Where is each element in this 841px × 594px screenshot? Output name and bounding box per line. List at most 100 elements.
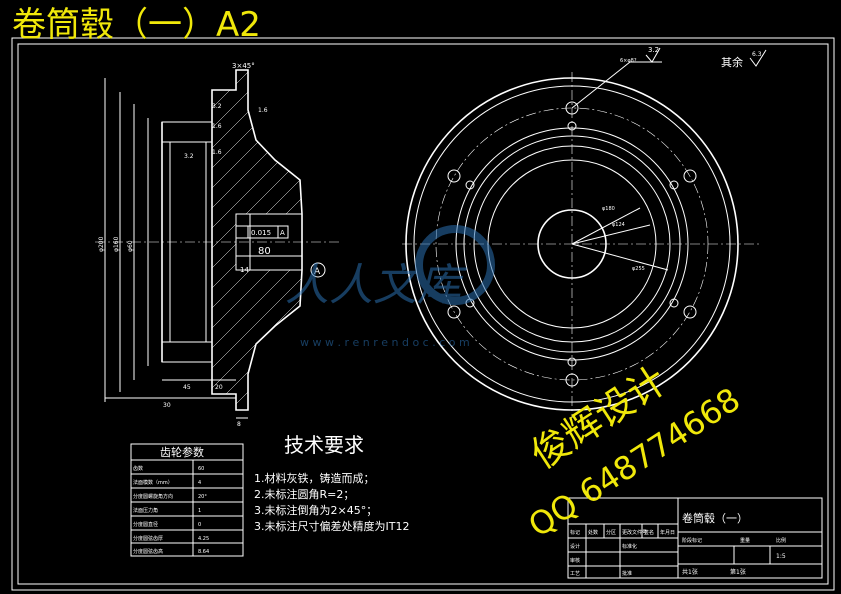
section-hatching	[212, 70, 302, 410]
dim-30: 30	[163, 402, 171, 409]
bolt-hole	[565, 101, 579, 115]
dia-right-1: φ180	[602, 206, 615, 212]
tooth-box-bottom	[161, 341, 213, 363]
bolt-hole	[447, 169, 461, 183]
dim-8: 8	[237, 421, 241, 428]
dim-45: 45	[183, 384, 191, 391]
pin-hole	[465, 180, 475, 190]
gear-row-label: 法面模数（mm）	[133, 479, 173, 486]
gear-row-label: 分度圆弦齿厚	[133, 535, 163, 542]
tb-sheet2: 第1张	[730, 568, 746, 576]
gear-table-heading: 齿轮参数	[160, 445, 204, 459]
watermark-renrendoc: 人人文库 w w w . r e n r e n d o c . c o m	[285, 225, 495, 349]
dia-left-2: φ160	[113, 236, 120, 252]
tb-scale-value: 1:5	[776, 553, 786, 560]
roughness-b: 3.2	[212, 103, 222, 110]
pin-hole	[669, 180, 679, 190]
hole-leader	[571, 61, 631, 109]
bolt-holes	[447, 101, 697, 387]
watermark-url: w w w . r e n r e n d o c . c o m	[300, 336, 470, 349]
roughness-other-symbol	[749, 49, 767, 67]
bolt-hole	[447, 305, 461, 319]
pin-hole	[567, 121, 577, 131]
chamfer-note: 3×45°	[232, 62, 255, 70]
tech-item: 1.材料灰铁，铸造而成；	[254, 471, 375, 485]
tb-label: 更改文件号	[622, 529, 647, 536]
dim-20: 20	[215, 384, 223, 391]
gear-row-value: 0	[198, 522, 201, 528]
title-block: 卷筒毂（一） 标记 处数 分区 更改文件号 签名 年月日 设计 标准化 审核 工…	[567, 497, 823, 579]
section-view: 0.015 A 80 A 45 20 30 8 φ200 φ160 φ60 3×…	[95, 62, 340, 428]
drawing-frame	[17, 43, 829, 585]
title-block-name: 卷筒毂（一）	[682, 511, 748, 525]
dia-right-3: φ255	[632, 266, 645, 272]
tech-item: 2.未标注圆角R=2；	[254, 487, 354, 501]
dia-left-1: φ200	[98, 236, 105, 252]
bolt-hole	[683, 169, 697, 183]
roughness-other-label: 其余	[721, 55, 743, 69]
gear-parameter-table: 齿轮参数 齿数 60 法面模数（mm） 4 分度圆螺旋角方向 20° 法面压力角…	[130, 443, 244, 557]
drawing-title: 卷筒毂（一）A2	[12, 5, 261, 45]
tb-label: 标记	[570, 529, 580, 536]
gear-row-label: 分度圆螺旋角方向	[133, 493, 173, 500]
tb-stage: 阶段标记	[682, 537, 702, 544]
tb-scale: 比例	[776, 537, 786, 544]
hub-section-outline	[211, 69, 303, 411]
gear-row-label: 分度圆直径	[133, 521, 158, 528]
tech-item: 3.未标注尺寸偏差处精度为IT12	[254, 519, 409, 533]
circle-6	[473, 145, 671, 343]
tb-sheet: 共1张	[682, 568, 698, 576]
roughness-a: 1.6	[258, 107, 268, 114]
dim-80: 80	[258, 246, 271, 257]
gear-row-value: 4	[198, 480, 201, 486]
gear-row-value: 4.25	[198, 536, 209, 542]
roughness-other-value: 6.3	[752, 51, 762, 58]
circle-5	[463, 135, 681, 353]
roughness-c: 3.2	[184, 153, 194, 160]
tolerance-value: 0.015	[251, 229, 271, 237]
gear-row-value: 60	[198, 466, 204, 472]
bore-circle	[537, 209, 607, 279]
bolt-hole	[683, 305, 697, 319]
tech-heading: 技术要求	[284, 433, 364, 457]
gear-row-label: 法面压力角	[133, 507, 158, 514]
datum-label: A	[314, 267, 321, 277]
roughness-d: 1.6	[212, 149, 222, 156]
dia-right-2: φ124	[612, 222, 625, 228]
outer-frame	[11, 37, 835, 591]
watermark-logo	[415, 225, 495, 305]
tb-weight: 重量	[740, 537, 750, 544]
gear-row-label: 齿数	[133, 465, 143, 472]
roughness-e: 1.6	[212, 123, 222, 130]
roughness-symbol	[645, 47, 661, 63]
tb-design: 设计	[570, 543, 580, 550]
tb-label: 分区	[606, 529, 616, 536]
tech-requirements: 技术要求 1.材料灰铁，铸造而成； 2.未标注圆角R=2； 3.未标注倒角为2×…	[254, 433, 409, 533]
front-view: 6×φ8? 3.2 φ180 φ124 φ255 其余 6.3	[402, 46, 767, 418]
tb-check: 审核	[570, 557, 580, 564]
tooth-box-top	[161, 121, 213, 143]
outer-circle	[405, 77, 739, 411]
bore-outline	[235, 213, 303, 271]
gear-row-value: 20°	[198, 494, 207, 500]
gear-table-border	[130, 443, 244, 557]
circle-2	[413, 85, 731, 403]
tb-label: 签名	[644, 529, 654, 536]
tb-label: 处数	[588, 529, 598, 536]
gear-row-label: 分度圆弦齿高	[133, 548, 163, 555]
tb-process: 工艺	[570, 571, 580, 577]
tb-approve: 批准	[622, 570, 632, 577]
tech-item: 3.未标注倒角为2×45°；	[254, 503, 377, 517]
gear-row-value: 1	[198, 508, 201, 514]
bolt-hole	[565, 373, 579, 387]
pin-hole	[567, 357, 577, 367]
datum-circle	[310, 262, 326, 278]
pin-hole	[669, 298, 679, 308]
tolerance-frame	[235, 225, 289, 239]
tb-label: 年月日	[660, 529, 675, 536]
watermark-brand: 人人文库	[285, 260, 468, 311]
bolt-circle	[435, 107, 709, 381]
tb-standard: 标准化	[622, 543, 637, 550]
dia-left-3: φ60	[127, 240, 134, 252]
